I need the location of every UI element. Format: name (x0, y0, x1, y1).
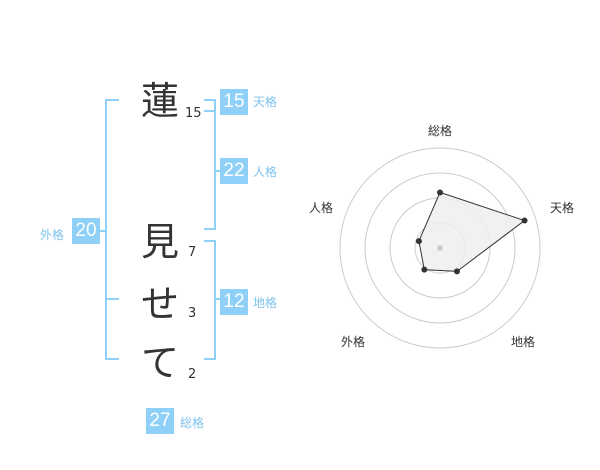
radar-axis-label-jinkaku: 人格 (309, 201, 334, 215)
radar-point (453, 268, 460, 275)
jinkaku-value-badge: 22 (220, 158, 248, 184)
radar-center-dot (437, 245, 443, 251)
radar-point (421, 266, 428, 273)
radar-axis-label-tenkaku: 天格 (550, 201, 575, 215)
gaikaku-bracket-stem (96, 230, 106, 232)
gaikaku-bracket (105, 99, 119, 360)
tenkaku-value-badge: 15 (220, 89, 248, 115)
gaikaku-bracket-mid (105, 298, 119, 300)
radar-ring (364, 172, 516, 324)
radar-axis-label-gaikaku: 外格 (341, 335, 366, 349)
name-char-2: 見 (140, 220, 179, 264)
radar-shape (418, 191, 526, 272)
radar-point (437, 189, 443, 196)
chikaku-label: 地格 (253, 296, 278, 310)
chikaku-value-badge: 12 (220, 289, 248, 315)
tenkaku-bracket (204, 99, 216, 110)
radar-point (415, 238, 422, 245)
stroke-count-4: 2 (188, 367, 197, 382)
radar-axis-label-soukaku: 総格 (428, 124, 453, 138)
soukaku-label: 総格 (180, 416, 205, 430)
gaikaku-value-badge: 20 (72, 218, 100, 244)
jinkaku-label: 人格 (253, 165, 278, 179)
radar-axis-label-chikaku: 地格 (511, 335, 536, 349)
jinkaku-bracket-stem (214, 170, 222, 172)
name-char-4: て (140, 341, 179, 385)
chikaku-bracket (204, 240, 216, 360)
radar-point (521, 217, 528, 224)
stroke-count-1: 15 (185, 106, 202, 121)
gaikaku-label: 外格 (40, 228, 65, 242)
chikaku-bracket-stem (214, 298, 222, 300)
soukaku-value-badge: 27 (146, 408, 174, 434)
stroke-count-3: 3 (188, 306, 197, 321)
name-char-1: 蓮 (140, 79, 179, 123)
radar-points (415, 189, 528, 275)
stroke-count-2: 7 (188, 245, 197, 260)
tenkaku-label: 天格 (253, 95, 278, 109)
radar-ring (339, 147, 541, 349)
name-char-3: せ (140, 282, 179, 326)
